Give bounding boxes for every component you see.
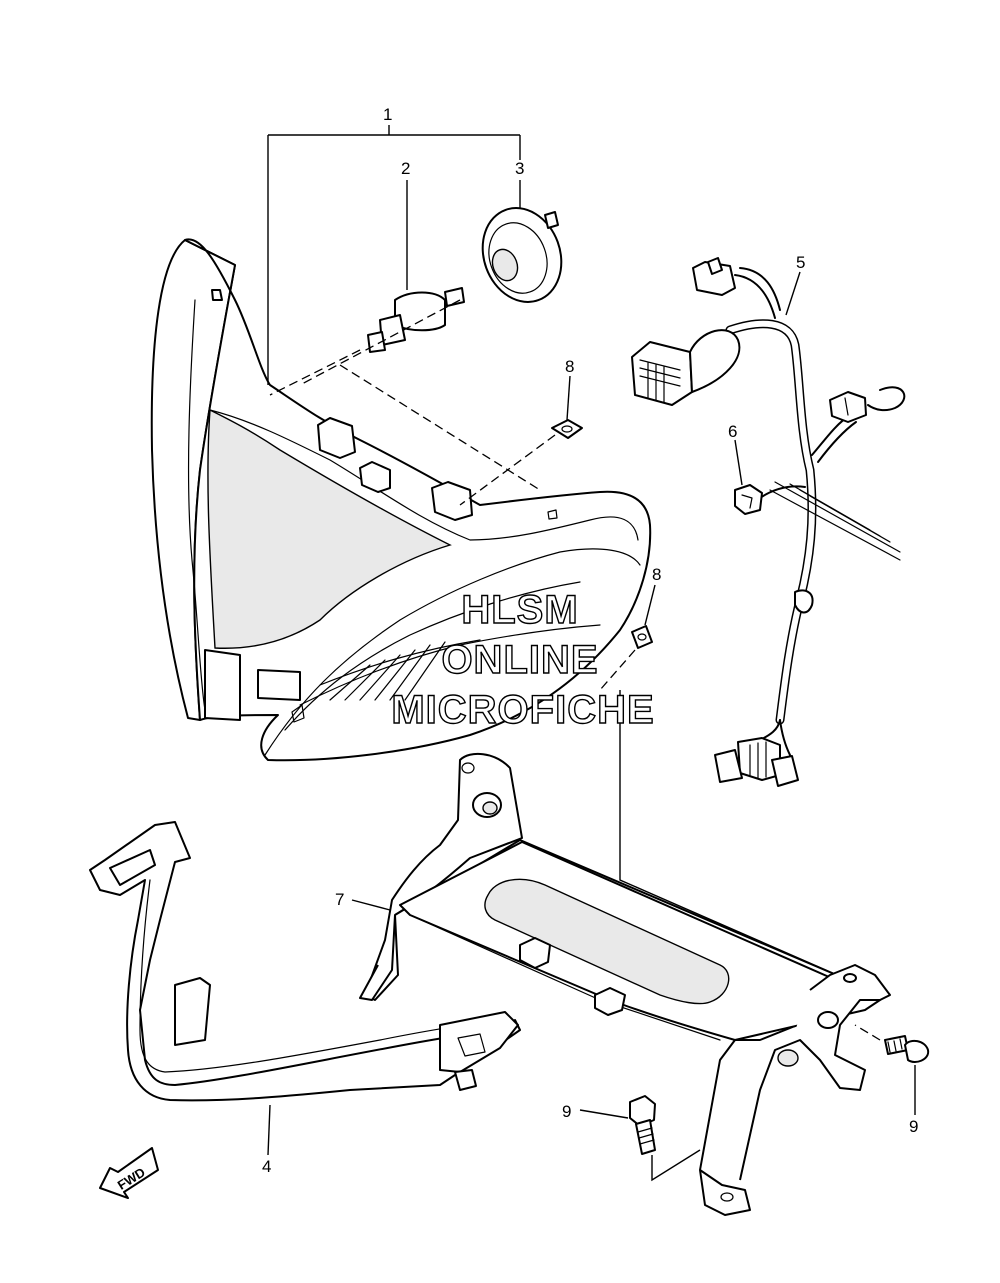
forward-direction-arrow: FWD (99, 1147, 159, 1199)
nut-upper (551, 375, 583, 439)
watermark-line-3: MICROFICHE (391, 688, 654, 732)
callout-8-upper: 8 (565, 357, 574, 376)
headlight-assembly (150, 238, 652, 762)
callout-2: 2 (401, 159, 410, 178)
dashed-alignment-lens (339, 364, 541, 491)
watermark: HLSM ONLINE MICROFICHE (391, 587, 655, 732)
watermark-line-2: ONLINE (441, 638, 598, 682)
callout-labels: 1 2 3 4 5 6 7 8 8 9 9 (262, 105, 918, 1176)
callout-6: 6 (728, 422, 737, 441)
callout-3: 3 (515, 159, 524, 178)
nut-lower (599, 584, 656, 691)
callout-9-right: 9 (909, 1117, 918, 1136)
watermark-line-1: HLSM (461, 588, 578, 632)
bolt-left (579, 1095, 701, 1182)
callout-9-left: 9 (562, 1102, 571, 1121)
dashed-alignment-nut (459, 434, 556, 506)
part-1-leader (267, 125, 520, 385)
callout-5: 5 (796, 253, 805, 272)
side-bracket (89, 821, 521, 1156)
callout-4: 4 (262, 1157, 271, 1176)
callout-7: 7 (335, 890, 344, 909)
bulb-cover (299, 135, 563, 386)
bulb (269, 180, 465, 396)
harness-clamp (734, 439, 763, 515)
bolt-right (854, 1024, 930, 1115)
callout-8-lower: 8 (652, 565, 661, 584)
headlight-stay (351, 752, 891, 1216)
wire-harness (631, 257, 906, 787)
callout-1: 1 (383, 105, 392, 124)
